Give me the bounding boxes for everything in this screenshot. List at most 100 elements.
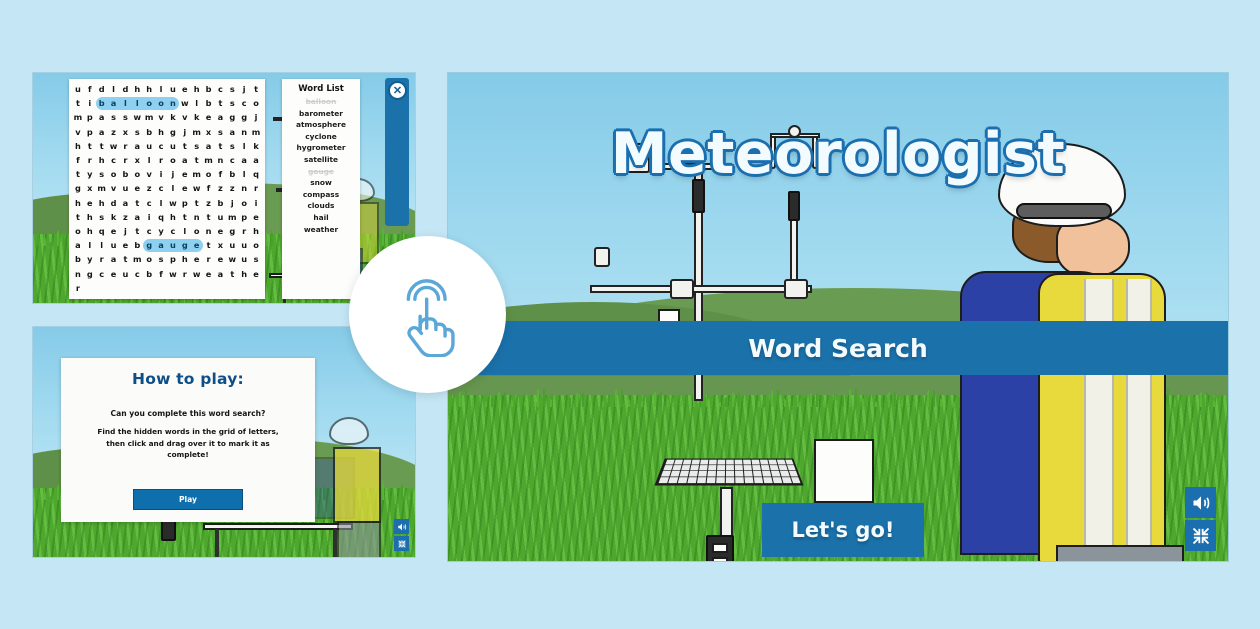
grid-letter[interactable]: m — [144, 112, 154, 123]
grid-letter[interactable]: e — [193, 254, 200, 265]
speaker-icon[interactable] — [1185, 487, 1216, 518]
grid-letter[interactable]: x — [217, 240, 224, 251]
grid-letter[interactable]: b — [217, 197, 224, 208]
grid-letter[interactable]: n — [193, 211, 200, 222]
thumbnail-how-to-play[interactable]: How to play: Can you complete this word … — [32, 326, 416, 558]
grid-letter[interactable]: a — [98, 126, 105, 137]
grid-letter[interactable]: r — [254, 183, 259, 194]
grid-letter[interactable]: i — [159, 169, 163, 180]
grid-letter[interactable]: l — [159, 197, 163, 208]
grid-letter[interactable]: u — [75, 84, 81, 94]
grid-letter[interactable]: c — [229, 155, 235, 166]
grid-letter[interactable]: h — [158, 126, 164, 137]
grid-letter[interactable]: v — [182, 112, 188, 123]
grid-letter[interactable]: q — [98, 226, 105, 237]
grid-letter[interactable]: z — [218, 183, 223, 194]
grid-letter[interactable]: h — [253, 226, 259, 237]
grid-letter[interactable]: m — [228, 211, 237, 222]
grid-letter[interactable]: x — [122, 126, 129, 137]
grid-letter[interactable]: m — [73, 112, 83, 123]
grid-letter[interactable]: o — [75, 226, 81, 237]
grid-letter[interactable]: l — [131, 97, 144, 111]
grid-letter[interactable]: i — [254, 197, 258, 208]
grid-letter[interactable]: s — [229, 140, 235, 151]
grid-letter[interactable]: b — [146, 268, 153, 279]
grid-letter[interactable]: e — [87, 197, 93, 208]
grid-letter[interactable]: o — [241, 197, 247, 208]
grid-letter[interactable]: a — [241, 155, 247, 166]
grid-letter[interactable]: r — [182, 268, 187, 279]
grid-letter[interactable]: w — [192, 183, 201, 194]
start-button[interactable]: Let's go! — [762, 503, 924, 557]
grid-letter[interactable]: y — [87, 169, 93, 180]
grid-letter[interactable]: g — [86, 268, 93, 279]
grid-letter[interactable]: i — [147, 211, 151, 222]
grid-letter[interactable]: l — [195, 98, 199, 109]
grid-letter[interactable]: c — [158, 183, 164, 194]
grid-letter[interactable]: y — [87, 254, 93, 265]
grid-letter[interactable]: l — [159, 84, 163, 94]
grid-letter[interactable]: g — [229, 112, 236, 123]
grid-letter[interactable]: a — [229, 126, 236, 137]
grid-letter[interactable]: w — [133, 112, 142, 123]
grid-letter[interactable]: t — [75, 98, 80, 109]
grid-letter[interactable]: h — [146, 84, 153, 94]
grid-letter[interactable]: f — [159, 268, 163, 279]
grid-letter[interactable]: x — [134, 155, 140, 166]
grid-letter[interactable]: e — [182, 183, 188, 194]
grid-letter[interactable]: s — [218, 126, 223, 137]
grid-letter[interactable]: n — [205, 226, 212, 237]
close-icon[interactable]: ✕ — [388, 81, 407, 100]
grid-letter[interactable]: m — [204, 155, 213, 166]
grid-letter[interactable]: v — [158, 112, 164, 123]
grid-letter[interactable]: p — [86, 112, 93, 123]
grid-letter[interactable]: r — [242, 226, 247, 237]
grid-letter[interactable]: s — [229, 84, 235, 94]
grid-letter[interactable]: a — [110, 254, 117, 265]
grid-letter[interactable]: h — [181, 254, 188, 265]
grid-letter[interactable]: h — [134, 84, 141, 94]
grid-letter[interactable]: b — [229, 169, 236, 180]
grid-letter[interactable]: n — [75, 268, 81, 279]
grid-letter[interactable]: u — [122, 268, 129, 279]
grid-letter[interactable]: p — [241, 211, 248, 222]
grid-letter[interactable]: z — [206, 197, 211, 208]
play-button[interactable]: Play — [133, 489, 243, 510]
grid-letter[interactable]: m — [251, 126, 261, 137]
grid-letter[interactable]: o — [253, 98, 259, 109]
grid-letter[interactable]: d — [110, 197, 117, 208]
grid-letter[interactable]: l — [171, 183, 175, 194]
grid-letter[interactable]: a — [253, 155, 259, 166]
grid-letter[interactable]: u — [167, 239, 179, 253]
grid-letter[interactable]: c — [146, 226, 152, 237]
grid-letter[interactable]: t — [182, 140, 187, 151]
grid-letter[interactable]: z — [229, 183, 235, 194]
grid-letter[interactable]: e — [110, 268, 117, 279]
grid-letter[interactable]: z — [111, 126, 116, 137]
grid-letter[interactable]: s — [194, 140, 200, 151]
grid-letter[interactable]: h — [75, 197, 81, 208]
grid-letter[interactable]: a — [134, 140, 141, 151]
grid-letter[interactable]: j — [254, 112, 258, 123]
grid-letter[interactable]: u — [229, 240, 236, 251]
grid-letter[interactable]: w — [169, 268, 177, 279]
grid-letter[interactable]: e — [190, 239, 203, 253]
grid-letter[interactable]: a — [217, 268, 224, 279]
grid-letter[interactable]: f — [206, 183, 211, 194]
grid-letter[interactable]: o — [253, 240, 259, 251]
grid-letter[interactable]: c — [111, 155, 116, 166]
grid-letter[interactable]: v — [75, 126, 81, 137]
grid-letter[interactable]: g — [143, 239, 156, 253]
grid-letter[interactable]: e — [134, 183, 141, 194]
grid-letter[interactable]: o — [193, 226, 200, 237]
grid-letter[interactable]: m — [192, 169, 201, 180]
grid-letter[interactable]: t — [230, 268, 235, 279]
grid-letter[interactable]: c — [146, 197, 152, 208]
grid-letter[interactable]: t — [218, 98, 223, 109]
grid-letter[interactable]: s — [123, 112, 128, 123]
grid-letter[interactable]: t — [194, 197, 199, 208]
grid-letter[interactable]: x — [205, 126, 212, 137]
grid-letter[interactable]: z — [123, 211, 128, 222]
grid-letter[interactable]: g — [229, 226, 236, 237]
